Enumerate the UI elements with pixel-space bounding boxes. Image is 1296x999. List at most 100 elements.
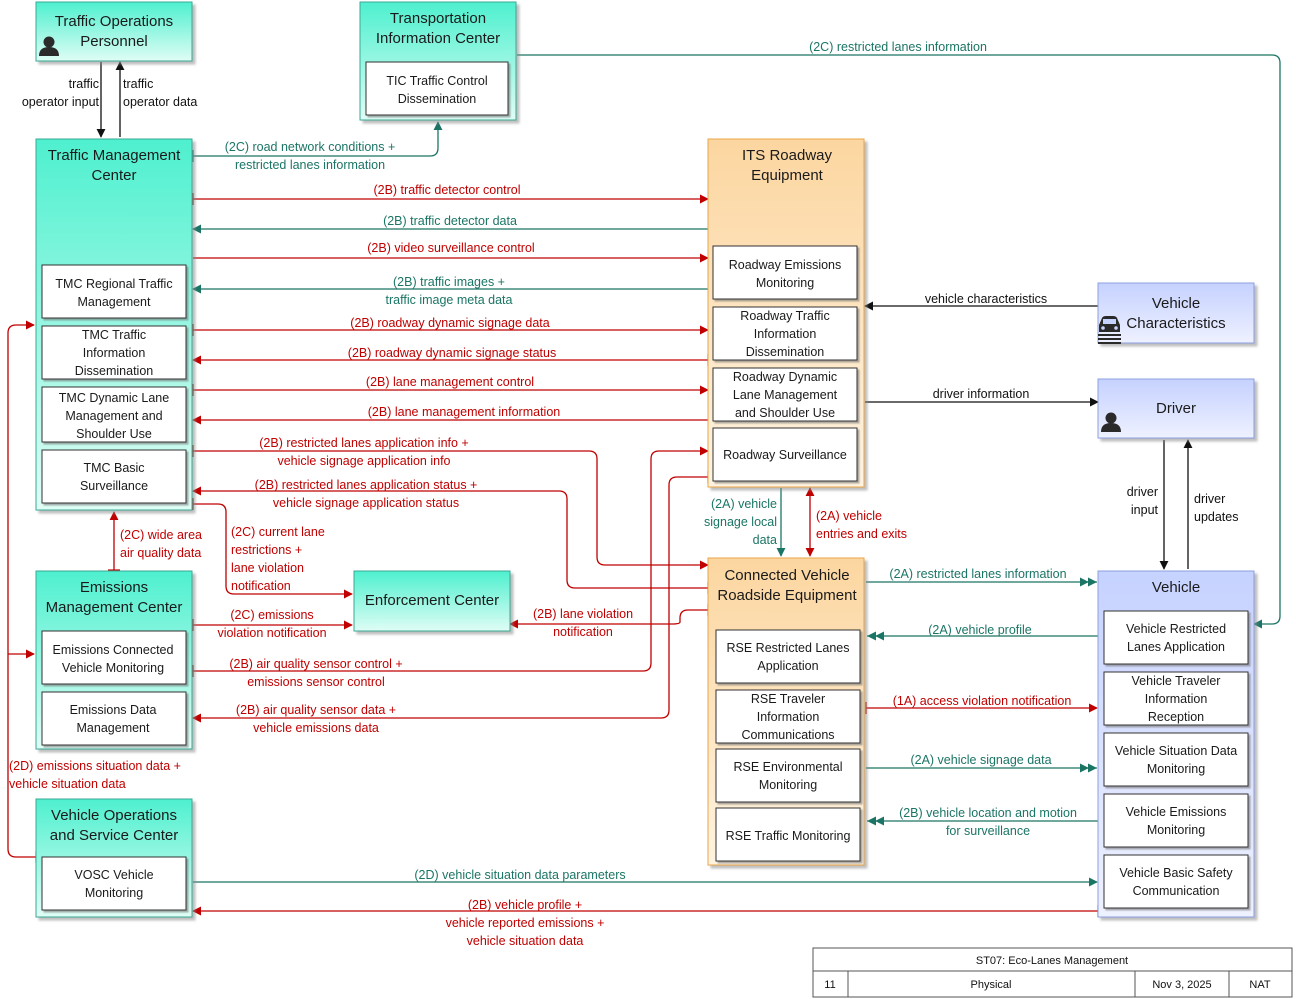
text-line: driver	[1194, 492, 1225, 506]
text-line: Enforcement Center	[365, 592, 499, 609]
label-road-network-conditions: (2C) road network conditions +restricted…	[225, 140, 396, 172]
subsystem-rse-traffic-monitoring[interactable]: RSE Traffic Monitoring	[715, 807, 861, 862]
text-line: (2B) vehicle profile +	[468, 898, 582, 912]
text-line: (2B) traffic detector data	[383, 214, 517, 228]
text-line: (2B) lane management information	[368, 405, 561, 419]
text-line: Equipment	[751, 167, 824, 184]
text-line: Emissions	[80, 579, 148, 596]
text-line: Information	[83, 346, 146, 360]
text-line: Vehicle Basic Safety	[1119, 866, 1233, 880]
text-line: vehicle situation data	[467, 934, 584, 948]
text-line: Monitoring	[85, 886, 143, 900]
text-line: TMC Traffic	[82, 328, 146, 342]
text-line: Shoulder Use	[76, 427, 152, 441]
text-line: (2B) traffic images +	[393, 275, 505, 289]
text-line: Reception	[1148, 710, 1204, 724]
car-icon	[1098, 316, 1121, 344]
text-line: (2B) lane violation	[533, 607, 633, 621]
text-line: air quality data	[120, 546, 201, 560]
node-enforcement-center[interactable]: Enforcement Center	[353, 570, 511, 632]
label-vehicle-signage-data: (2A) vehicle signage data	[910, 753, 1051, 767]
person-icon	[39, 36, 59, 56]
label-access-violation-notification: (1A) access violation notification	[893, 694, 1072, 708]
text-line: Information	[754, 327, 817, 341]
text-line: entries and exits	[816, 527, 907, 541]
text-line: Emissions Connected	[53, 643, 174, 657]
label-lane-management-information: (2B) lane management information	[368, 405, 561, 419]
text-line: Management Center	[46, 599, 183, 616]
text-line: Application	[757, 659, 818, 673]
text-line: data	[753, 533, 777, 547]
text-line: input	[1131, 503, 1159, 517]
text-line: (2C) emissions	[230, 608, 313, 622]
text-line: Communication	[1133, 884, 1220, 898]
svg-text:Roadway Surveillance: Roadway Surveillance	[723, 448, 847, 462]
text-line: (2A) vehicle profile	[928, 623, 1032, 637]
text-line: Characteristics	[1126, 315, 1225, 332]
text-line: Roadway Surveillance	[723, 448, 847, 462]
text-line: (1A) access violation notification	[893, 694, 1072, 708]
text-line: violation notification	[217, 626, 326, 640]
text-line: (2B) restricted lanes application info +	[259, 436, 469, 450]
flow-line-air-quality-data	[192, 471, 709, 723]
title-block: ST07: Eco-Lanes Management 11 Physical N…	[812, 947, 1293, 998]
label-restricted-lanes-2c: (2C) restricted lanes information	[809, 40, 987, 54]
text-line: Driver	[1156, 400, 1196, 417]
text-line: driver	[1127, 485, 1158, 499]
node-driver[interactable]: Driver	[1097, 378, 1255, 439]
subsystem-roadway-surveillance[interactable]: Roadway Surveillance	[712, 427, 858, 482]
text-line: (2C) current lane	[231, 525, 325, 539]
text-line: Management	[77, 721, 150, 735]
label-video-surveillance-control: (2B) video surveillance control	[367, 241, 534, 255]
text-line: (2B) restricted lanes application status…	[255, 478, 478, 492]
text-line: Vehicle Operations	[51, 807, 177, 824]
text-line: and Service Center	[50, 827, 178, 844]
text-line: traffic image meta data	[386, 293, 513, 307]
text-line: Roadside Equipment	[717, 587, 857, 604]
text-line: Transportation	[390, 10, 486, 27]
text-line: (2D) emissions situation data +	[9, 759, 181, 773]
label-vehicle-profile-2b: (2B) vehicle profile +vehicle reported e…	[446, 898, 605, 948]
text-line: TMC Regional Traffic	[55, 277, 172, 291]
svg-text:Driver: Driver	[1156, 400, 1196, 417]
text-line: vehicle characteristics	[925, 292, 1047, 306]
text-line: RSE Traffic Monitoring	[726, 829, 851, 843]
label-emissions-violation-notification: (2C) emissions violation notification	[217, 608, 326, 640]
